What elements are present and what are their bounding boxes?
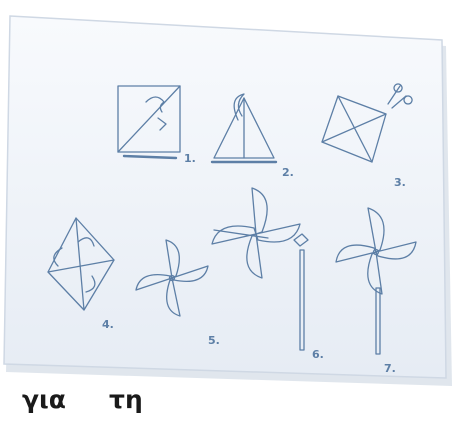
step-2-label: 2. — [282, 166, 294, 179]
step-6-label: 6. — [312, 348, 324, 361]
caption-word-2: τη — [109, 380, 143, 420]
step-3-label: 3. — [394, 176, 406, 189]
caption-word-1: για — [22, 380, 66, 420]
step-7-label: 7. — [384, 362, 396, 375]
step-1-label: 1. — [184, 152, 196, 165]
step-5-label: 5. — [208, 334, 220, 347]
step-4-label: 4. — [102, 318, 114, 331]
